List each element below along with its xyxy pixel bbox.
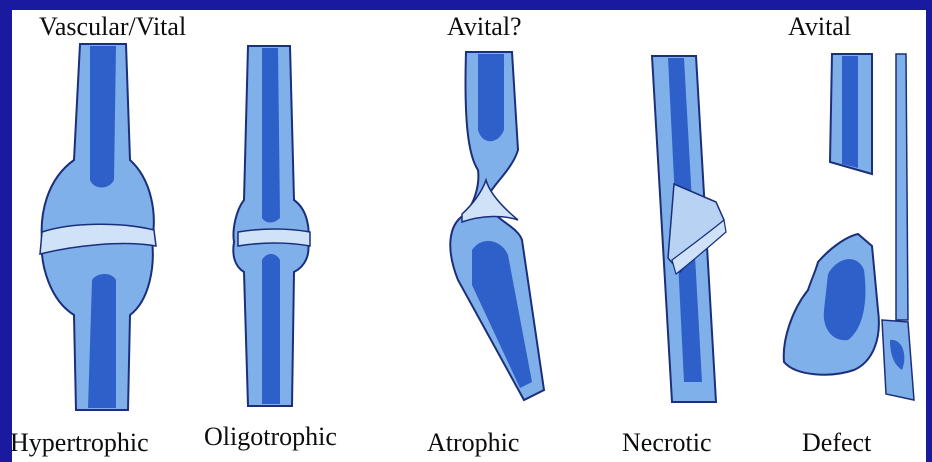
caption-oligotrophic: Oligotrophic xyxy=(204,422,337,452)
diagram-canvas: Vascular/Vital Avital? Avital xyxy=(12,10,926,462)
caption-hypertrophic: Hypertrophic xyxy=(10,428,149,458)
nonunion-diagram xyxy=(12,10,926,462)
defect-bone-illustration xyxy=(784,54,914,400)
caption-defect: Defect xyxy=(802,428,871,458)
caption-necrotic: Necrotic xyxy=(622,428,712,458)
caption-atrophic: Atrophic xyxy=(427,428,519,458)
necrotic-bone-illustration xyxy=(652,56,726,402)
atrophic-bone-illustration xyxy=(450,52,544,400)
oligotrophic-bone-illustration xyxy=(233,46,310,406)
hypertrophic-bone-illustration xyxy=(40,44,156,410)
